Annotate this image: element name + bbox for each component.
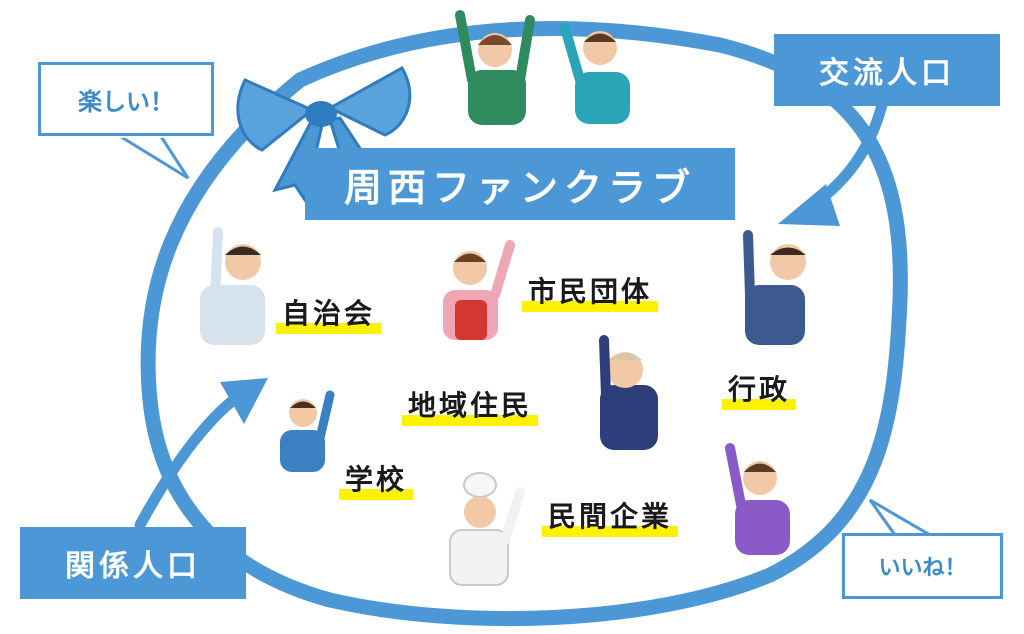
person-icon [200, 227, 265, 345]
arrow-icon [778, 99, 888, 226]
person-icon [455, 10, 535, 125]
person-icon [743, 230, 806, 345]
group-text: 自治会 [282, 297, 376, 330]
group-text: 学校 [345, 463, 408, 496]
group-label: 市民団体 [522, 270, 659, 312]
person-icon [560, 23, 630, 124]
speech-bubble-text: 楽しい！ [78, 87, 174, 116]
group-text: 行政 [728, 373, 791, 406]
person-icon [725, 443, 790, 555]
group-label: 民間企業 [542, 495, 679, 537]
ribbon-loop [140, 20, 908, 627]
group-label: 学校 [339, 458, 414, 500]
person-icon [443, 240, 515, 340]
person-icon [280, 390, 335, 472]
group-text: 市民団体 [528, 275, 653, 308]
related-population-label: 関係人口 [65, 549, 201, 584]
group-label: 地域住民 [402, 384, 539, 426]
related-population-box: 関係人口 [20, 527, 246, 599]
page-title: 周西ファンクラブ [343, 165, 696, 210]
ribbon-bow-icon [236, 65, 412, 204]
arrow-icon [134, 378, 268, 531]
speech-bubble-iine: いいね！ [842, 533, 1003, 599]
speech-bubble-text: いいね！ [878, 556, 967, 581]
person-icon [599, 335, 658, 450]
person-icon [449, 472, 525, 586]
group-label: 行政 [722, 368, 797, 410]
group-label: 自治会 [276, 292, 382, 334]
exchange-population-label: 交流人口 [819, 56, 955, 91]
group-text: 地域住民 [408, 389, 533, 422]
title-banner: 周西ファンクラブ [305, 148, 735, 220]
speech-bubble-tanoshii: 楽しい！ [38, 62, 214, 136]
group-text: 民間企業 [548, 500, 673, 533]
exchange-population-box: 交流人口 [774, 34, 1000, 106]
